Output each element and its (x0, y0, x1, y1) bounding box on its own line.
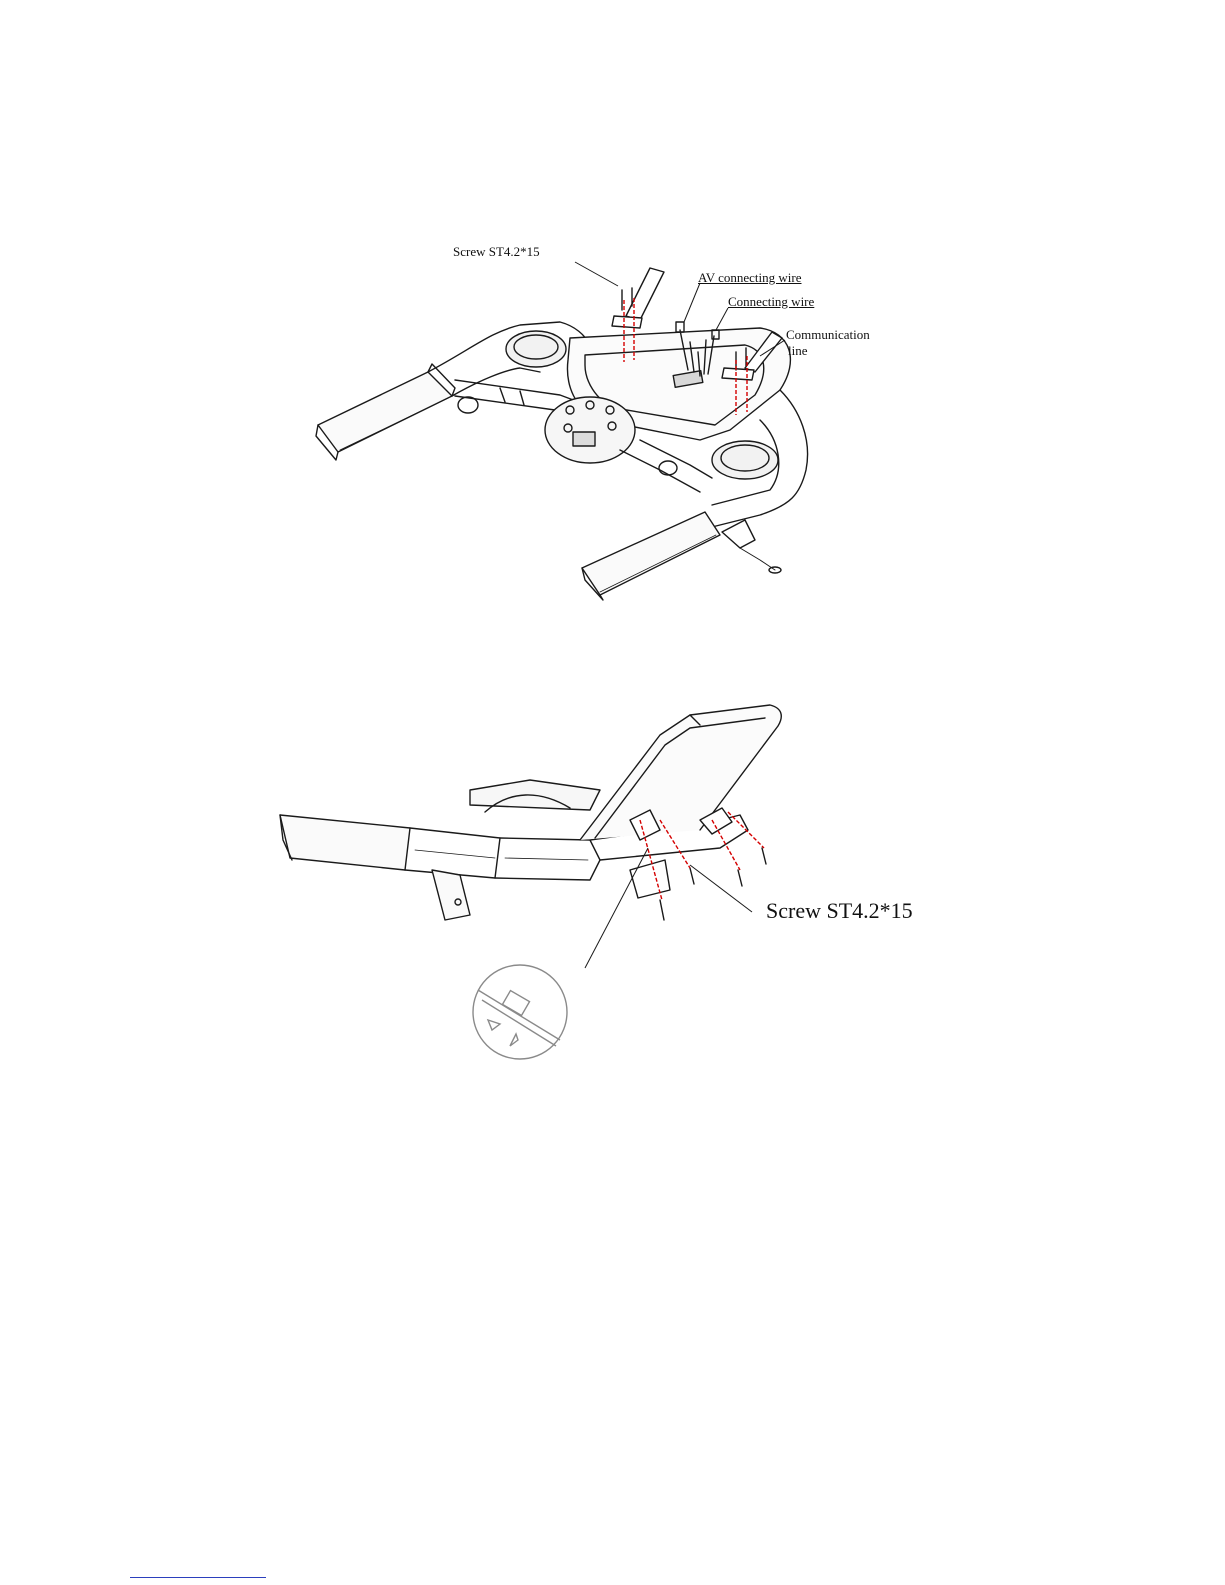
bottom-screw-label: Screw ST4.2*15 (766, 900, 913, 922)
bottom-left-handle (280, 815, 410, 870)
footer-rule (130, 1577, 266, 1578)
bottom-support-post (432, 870, 470, 920)
bottom-console-panel (580, 705, 781, 840)
connector-detail-circle (473, 965, 567, 1059)
